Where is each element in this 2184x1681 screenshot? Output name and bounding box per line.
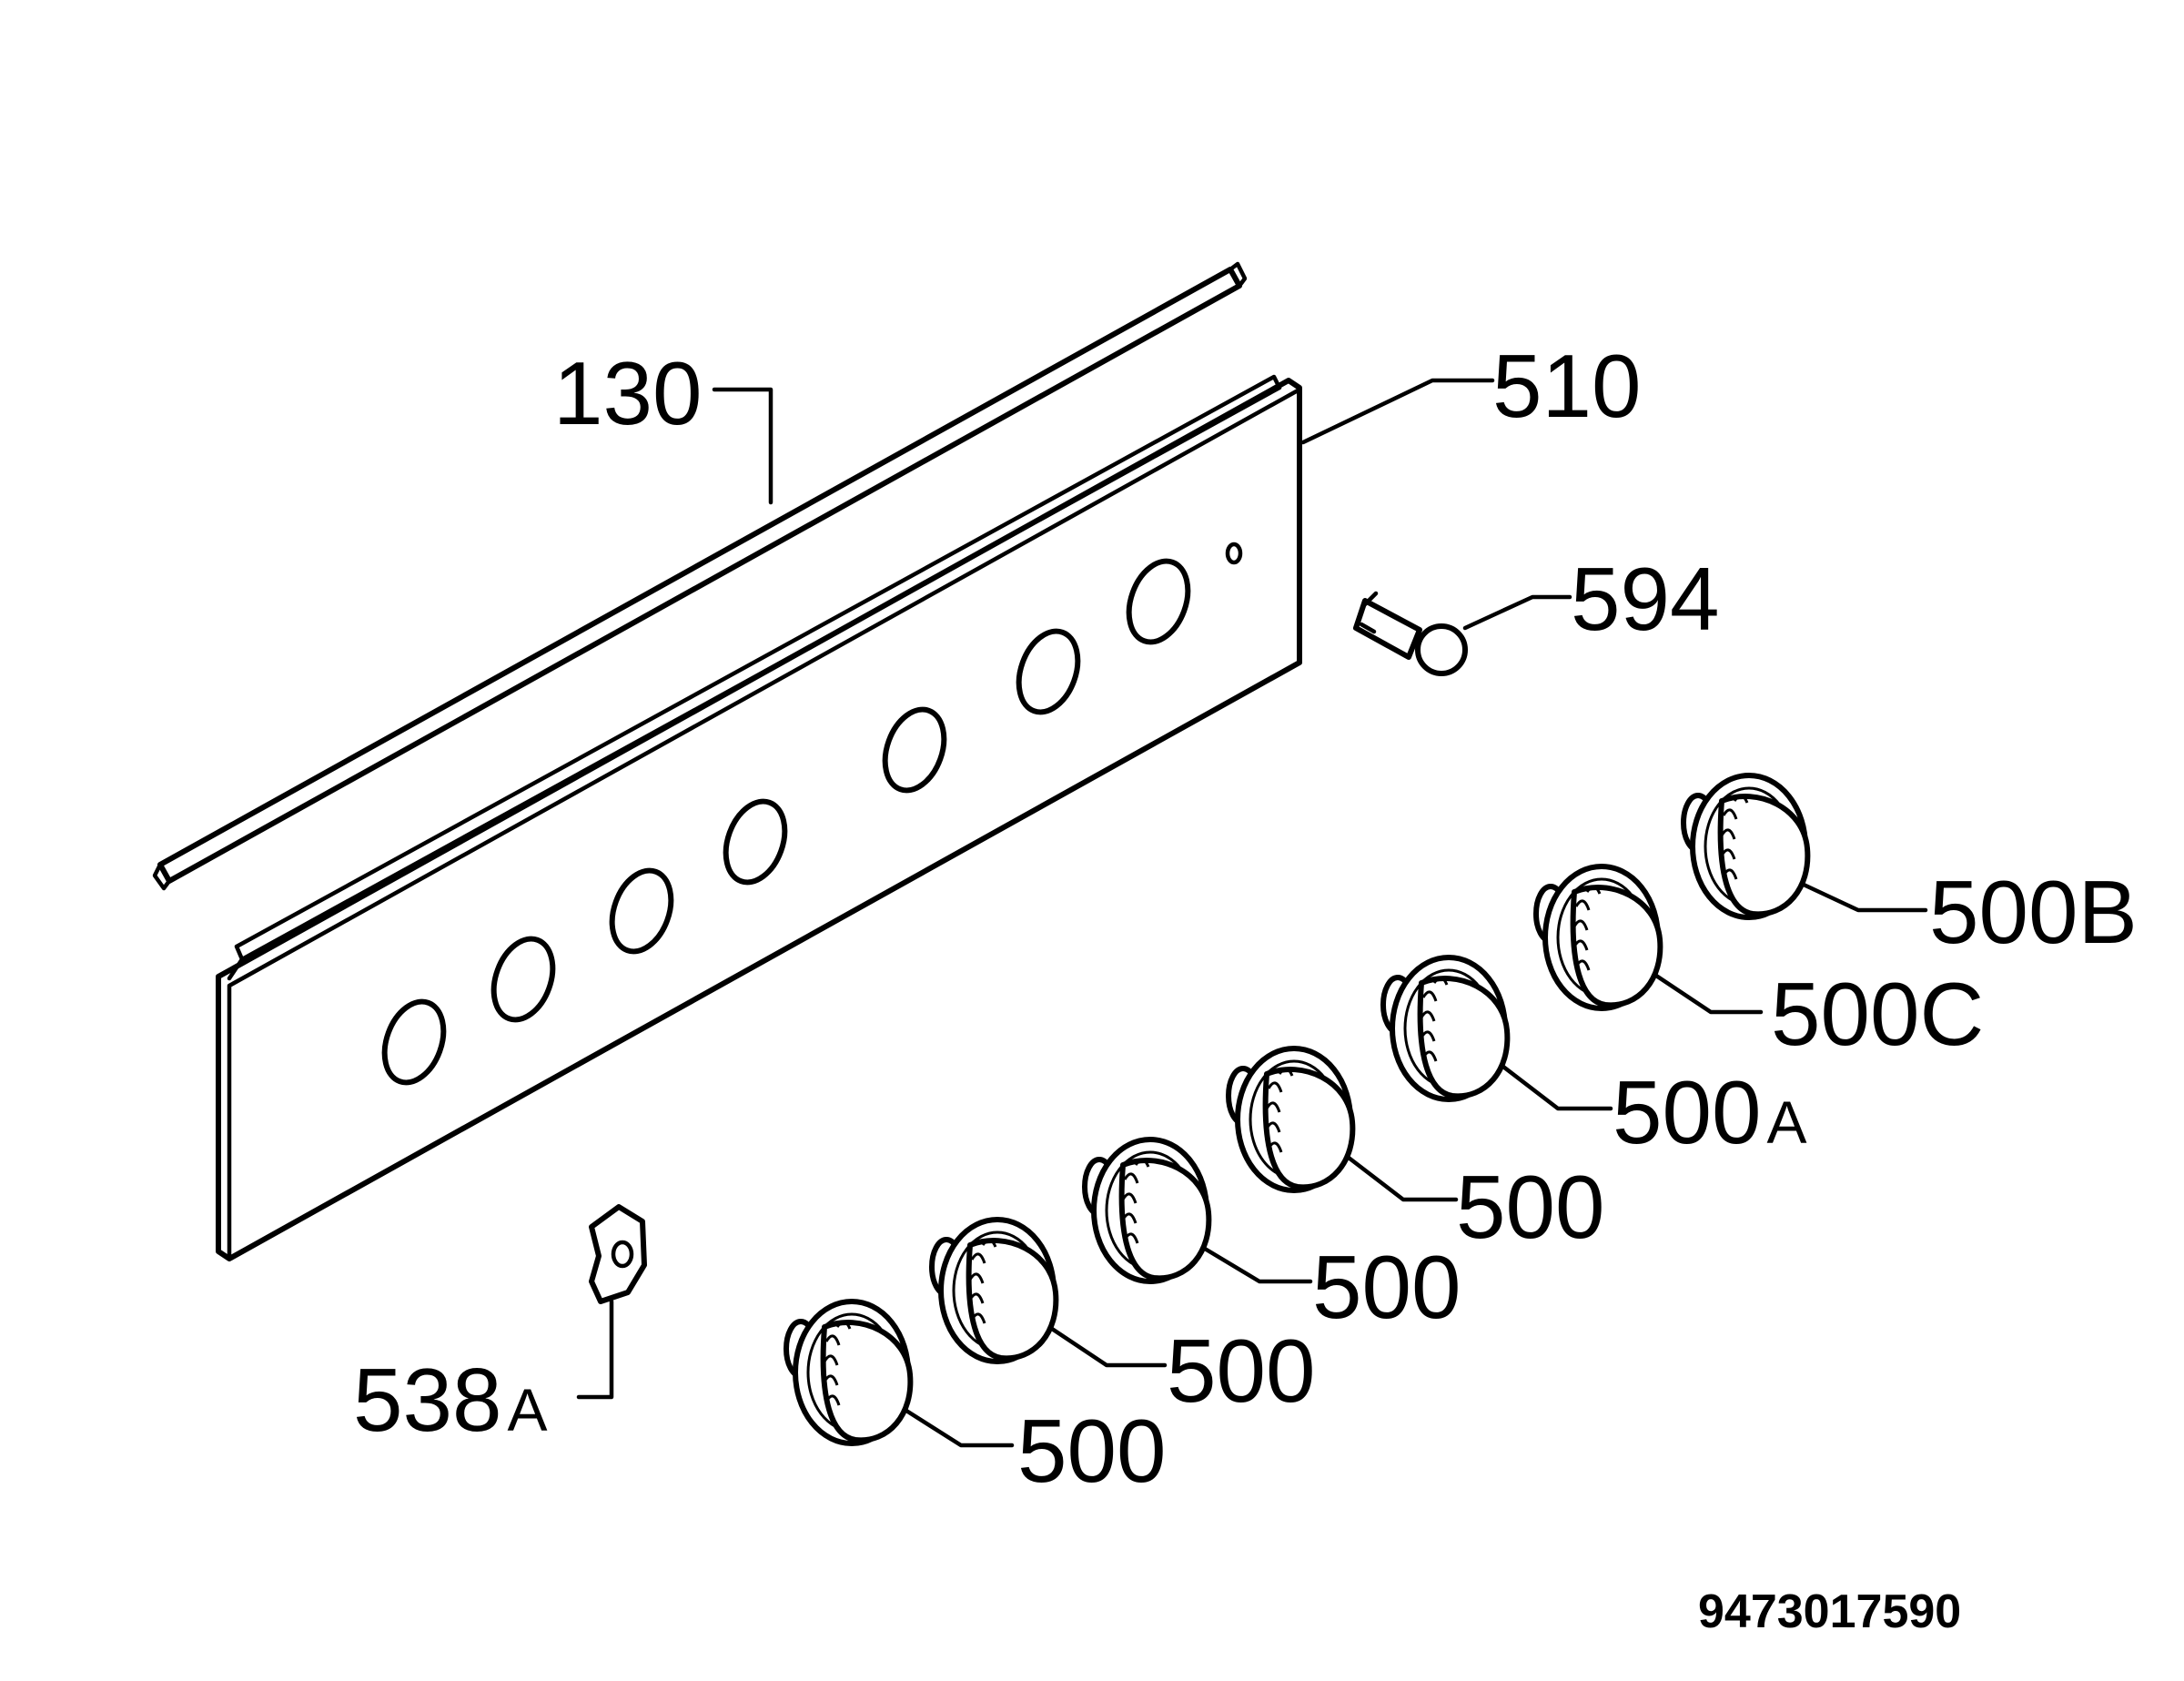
label-500-4: 500 <box>1456 1157 1605 1257</box>
knob-500-1 <box>786 1301 910 1443</box>
label-500a: 500A <box>1613 1062 1807 1162</box>
knob-500a <box>1383 957 1507 1099</box>
label-538a-suffix: A <box>508 1376 548 1443</box>
label-500-3: 500 <box>1312 1237 1461 1337</box>
label-538a: 538A <box>353 1350 548 1450</box>
knob-500c <box>1536 866 1660 1008</box>
label-510: 510 <box>1492 336 1642 436</box>
drawing-code: 9473017590 <box>1698 1585 1961 1638</box>
indicator-lamp-594 <box>1353 591 1468 676</box>
label-500a-suffix: A <box>1767 1089 1807 1156</box>
control-panel-510 <box>216 374 1302 1261</box>
knob-500-2 <box>932 1220 1056 1362</box>
knob-500-4 <box>1228 1048 1352 1190</box>
label-500-1: 500 <box>1017 1401 1167 1501</box>
trim-strip-130 <box>152 261 1248 891</box>
knob-500b <box>1684 775 1807 917</box>
label-500a-number: 500 <box>1613 1062 1762 1162</box>
leader-lines <box>576 378 1928 1448</box>
label-500b: 500B <box>1929 862 2138 962</box>
bracket-538a <box>589 1204 647 1304</box>
label-500c: 500C <box>1771 964 1984 1064</box>
knob-500-3 <box>1085 1139 1208 1281</box>
panel-knob-holes <box>381 542 1243 1086</box>
label-130: 130 <box>553 343 703 443</box>
label-594: 594 <box>1571 549 1720 649</box>
label-500-2: 500 <box>1167 1321 1316 1421</box>
label-538a-number: 538 <box>353 1350 502 1450</box>
